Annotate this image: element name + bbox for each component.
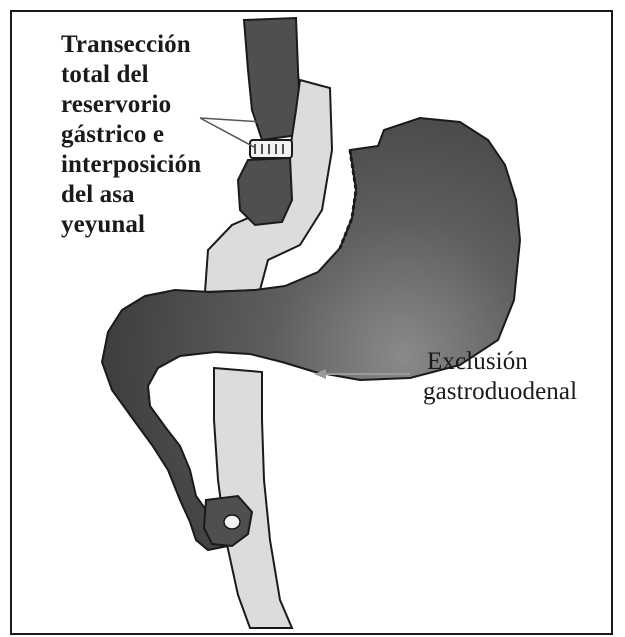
- label-line: Transección: [61, 30, 251, 60]
- label-line: del asa: [61, 180, 251, 210]
- label-line: reservorio: [61, 90, 251, 120]
- label-line: gástrico e: [61, 120, 251, 150]
- label-exclusion: Exclusión gastroduodenal: [423, 347, 613, 407]
- label-line: total del: [61, 60, 251, 90]
- label-line: gastroduodenal: [423, 377, 613, 407]
- label-line: Exclusión: [423, 347, 613, 377]
- anastomosis-opening: [224, 515, 240, 529]
- label-line: interposición: [61, 150, 251, 180]
- label-transection: Transección total del reservorio gástric…: [61, 30, 251, 240]
- staple-band: [250, 140, 292, 158]
- label-line: yeyunal: [61, 210, 251, 240]
